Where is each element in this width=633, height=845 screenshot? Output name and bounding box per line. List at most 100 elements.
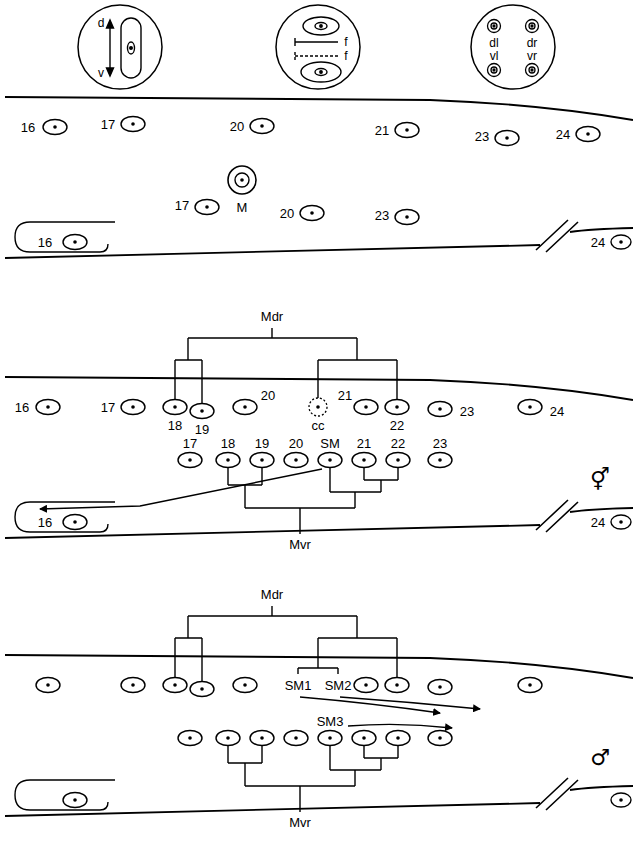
nucleus	[576, 127, 600, 142]
cell-label: Mdr	[261, 588, 283, 601]
cell-label: 17	[101, 401, 115, 414]
nucleus	[428, 453, 452, 468]
cell-label: SM2	[325, 679, 352, 692]
cell-label: 19	[255, 437, 269, 450]
nucleus	[121, 117, 145, 132]
cell-label: 20	[261, 389, 275, 402]
nucleus	[611, 515, 631, 529]
muscle-cell	[303, 17, 339, 35]
body-outline	[5, 655, 633, 816]
cross-section-circle: dldrvlvr	[470, 4, 556, 90]
nucleus	[428, 680, 452, 695]
cell-label: Mdr	[261, 310, 283, 323]
nucleus	[63, 515, 87, 530]
nucleus	[178, 731, 202, 746]
cross-section-circle: ff	[275, 4, 361, 90]
nucleus	[284, 453, 308, 468]
nucleus	[395, 210, 419, 225]
nucleus	[36, 400, 60, 415]
axis-label: vl	[490, 50, 499, 62]
cell-label: 21	[338, 389, 352, 402]
nucleus	[284, 731, 308, 746]
section-outline	[78, 5, 162, 89]
nucleus	[395, 123, 419, 138]
nucleus	[43, 120, 67, 135]
nucleus	[250, 119, 274, 134]
axis-label: v	[98, 67, 104, 79]
nucleus	[428, 402, 452, 417]
cell-label: Mvr	[289, 538, 311, 551]
axis-label: vr	[527, 50, 537, 62]
circle-outline	[77, 4, 163, 90]
cell-label: Mvr	[289, 816, 311, 829]
dimension-line	[295, 52, 338, 60]
nucleus-outline	[529, 23, 535, 29]
body-outline	[5, 97, 633, 258]
cell-label: 23	[475, 130, 489, 143]
cell-label: 16	[38, 516, 52, 529]
m-cell	[228, 166, 256, 194]
dimension-line	[295, 38, 338, 46]
cell-label: 23	[433, 437, 447, 450]
lineage-bracket	[228, 468, 398, 535]
nucleus	[386, 453, 410, 468]
lineage-bracket	[228, 746, 398, 813]
cell-label: 24	[591, 236, 605, 249]
nucleus-outline	[128, 42, 135, 54]
cell-label: 20	[230, 120, 244, 133]
axis-label: dl	[489, 37, 498, 49]
m-nucleus	[235, 173, 249, 187]
nucleus	[216, 731, 240, 746]
cell-label: 16	[15, 401, 29, 414]
cell-label: 18	[168, 419, 182, 432]
section-outline	[276, 5, 360, 89]
cell-label: 16	[38, 236, 52, 249]
nucleolus	[493, 25, 495, 27]
nucleus	[386, 731, 410, 746]
nucleus	[354, 678, 378, 693]
cell-label: 24	[556, 128, 570, 141]
nucleus	[163, 400, 187, 415]
cell-label: 23	[460, 405, 474, 418]
nucleolus	[130, 47, 133, 50]
panel-three	[5, 606, 633, 816]
section-outline	[471, 5, 555, 89]
nucleus	[518, 400, 542, 415]
lineage-bracket	[175, 606, 397, 682]
arrow-head	[107, 68, 114, 76]
nucleus	[216, 453, 240, 468]
nucleus	[385, 400, 409, 415]
nucleolus	[531, 25, 533, 27]
migration-arrow	[40, 469, 322, 509]
sex-symbol: ♂	[590, 747, 610, 769]
nucleus	[250, 731, 274, 746]
cell-label: 17	[175, 199, 189, 212]
axis-label: f	[344, 50, 347, 62]
nucleus	[233, 400, 257, 415]
circle-outline	[275, 4, 361, 90]
nucleus	[354, 400, 378, 415]
cell-label: 20	[280, 207, 294, 220]
cell-label: 18	[221, 437, 235, 450]
nucleus-outline	[529, 67, 535, 73]
nucleus	[518, 678, 542, 693]
nucleus-outline	[315, 69, 327, 76]
nucleolus	[531, 69, 533, 71]
cell-label: 23	[375, 209, 389, 222]
cross-section-drawing	[107, 18, 142, 78]
nucleus	[611, 235, 631, 249]
axis-label: f	[344, 36, 347, 48]
cell-label: 21	[375, 124, 389, 137]
cross-section-drawing	[295, 17, 341, 82]
migration-arrow	[348, 724, 452, 728]
cell-label: SM3	[317, 715, 344, 728]
cell-label: 17	[183, 437, 197, 450]
panel-two	[5, 328, 633, 538]
lineage-bracket	[175, 328, 397, 404]
body-outline	[5, 377, 633, 538]
nucleus	[178, 453, 202, 468]
cell-label: 24	[550, 405, 564, 418]
cell-label: SM1	[285, 679, 312, 692]
sex-symbol: ⚥	[590, 469, 610, 491]
nucleolus	[320, 25, 322, 27]
